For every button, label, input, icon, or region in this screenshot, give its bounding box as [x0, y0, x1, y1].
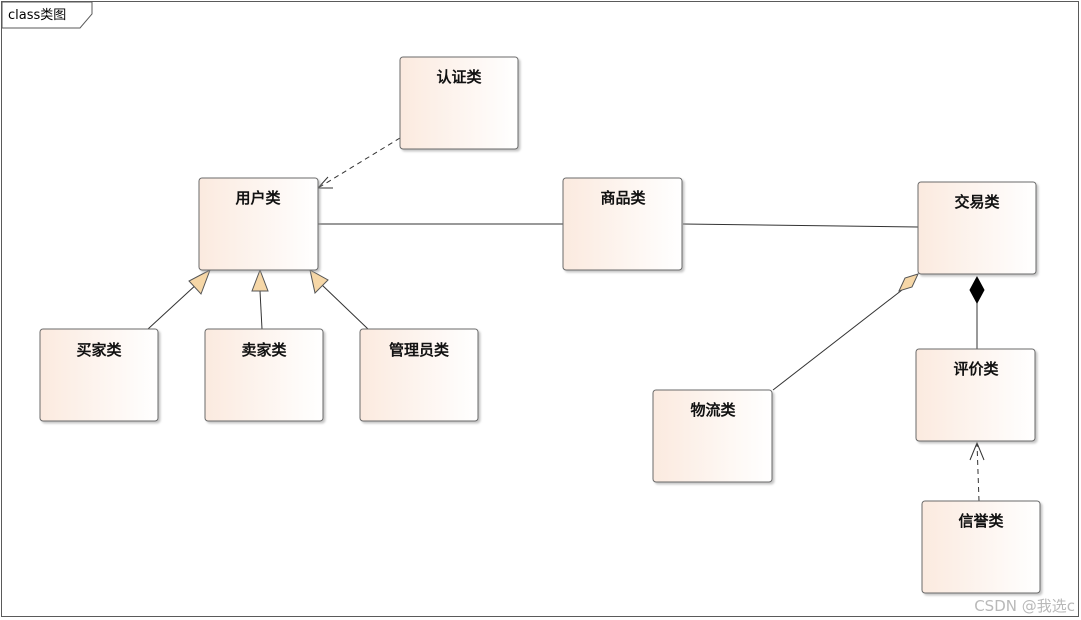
frame-tab: class类图	[1, 1, 93, 29]
class-admin[interactable]: 管理员类	[359, 328, 479, 422]
dependency-auth-user	[316, 137, 401, 189]
class-product-name: 商品类	[600, 189, 646, 207]
composition-review-transaction	[969, 275, 985, 349]
class-user[interactable]: 用户类	[198, 177, 319, 271]
generalization-seller-user	[251, 268, 269, 330]
class-auth[interactable]: 认证类	[399, 56, 519, 150]
class-auth-name: 认证类	[436, 68, 482, 86]
generalization-buyer-user	[147, 268, 211, 330]
frame-tab-label: class类图	[8, 8, 66, 23]
class-product[interactable]: 商品类	[562, 177, 683, 271]
aggregation-logistics-transaction	[772, 273, 919, 391]
class-review[interactable]: 评价类	[915, 348, 1036, 442]
watermark: CSDN @我选c	[974, 597, 1075, 615]
class-logistics[interactable]: 物流类	[652, 389, 773, 483]
class-credit[interactable]: 信誉类	[921, 500, 1041, 594]
class-logistics-name: 物流类	[690, 401, 736, 419]
class-buyer[interactable]: 买家类	[39, 328, 159, 422]
class-review-name: 评价类	[953, 360, 999, 378]
class-credit-name: 信誉类	[958, 512, 1004, 530]
class-transaction[interactable]: 交易类	[917, 181, 1037, 275]
generalization-admin-user	[309, 269, 369, 330]
class-buyer-name: 买家类	[76, 341, 122, 359]
association-product-transaction	[682, 223, 919, 228]
class-admin-name: 管理员类	[389, 341, 450, 359]
dependency-credit-review	[969, 441, 985, 502]
class-transaction-name: 交易类	[954, 193, 1000, 211]
class-seller[interactable]: 卖家类	[204, 328, 324, 422]
class-seller-name: 卖家类	[241, 341, 287, 359]
class-user-name: 用户类	[235, 189, 281, 207]
